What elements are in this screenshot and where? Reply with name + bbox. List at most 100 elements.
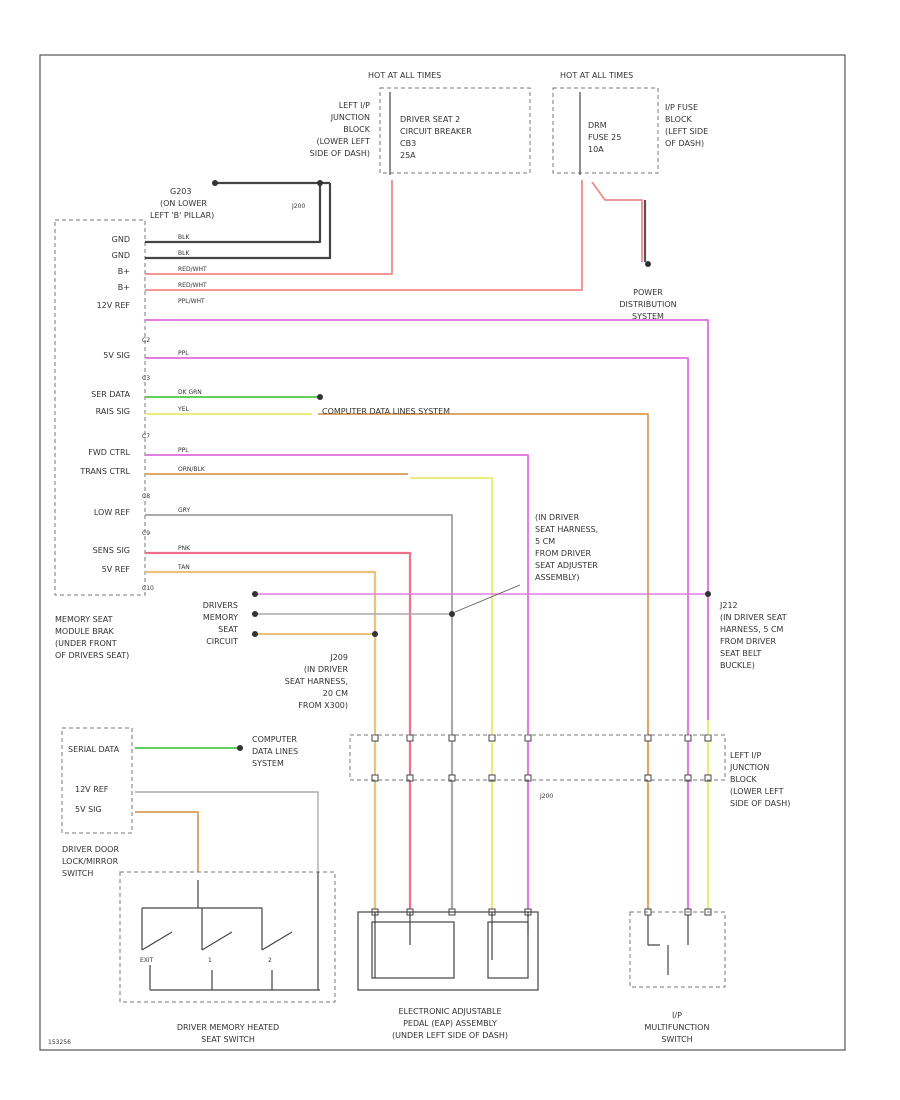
svg-text:MEMORY: MEMORY bbox=[203, 613, 238, 622]
svg-text:(IN DRIVER SEAT: (IN DRIVER SEAT bbox=[720, 613, 787, 622]
svg-text:OF DRIVERS SEAT): OF DRIVERS SEAT) bbox=[55, 651, 129, 660]
door-switch-label: DRIVER DOOR LOCK/MIRROR SWITCH bbox=[62, 845, 119, 878]
j209-label: J209 (IN DRIVER SEAT HARNESS, 20 CM FROM… bbox=[285, 653, 349, 710]
wire-color-label: PPL/WHT bbox=[178, 298, 205, 305]
svg-text:LEFT I/P: LEFT I/P bbox=[339, 101, 370, 110]
j209-dot bbox=[372, 631, 378, 637]
wire-color-label: PPL bbox=[178, 350, 189, 357]
five-v-ref-wire bbox=[145, 570, 377, 720]
power-dist-wire bbox=[591, 181, 643, 262]
svg-text:HARNESS, 5 CM: HARNESS, 5 CM bbox=[720, 625, 784, 634]
door-pin-serial: SERIAL DATA bbox=[68, 745, 120, 754]
svg-text:OF DASH): OF DASH) bbox=[665, 139, 704, 148]
svg-text:COMPUTER: COMPUTER bbox=[252, 735, 297, 744]
svg-text:DRM: DRM bbox=[588, 121, 607, 130]
memory-switch-label: DRIVER MEMORY HEATED SEAT SWITCH bbox=[177, 1023, 279, 1044]
wire-color-label: ORN/BLK bbox=[178, 466, 206, 473]
module-pin-label: 12V REF bbox=[97, 301, 131, 310]
wires bbox=[135, 180, 712, 978]
connector-pin bbox=[524, 734, 532, 742]
module-label: MEMORY SEAT MODULE BRAK (UNDER FRONT OF … bbox=[55, 615, 129, 660]
door-serial-dot bbox=[237, 745, 243, 751]
connector-pin bbox=[448, 734, 456, 742]
wire-color-label: RED/WHT bbox=[178, 282, 207, 289]
module-pin-label: SENS SIG bbox=[93, 546, 130, 555]
fwd-ctrl-wire bbox=[145, 454, 529, 720]
svg-text:SIDE OF DASH): SIDE OF DASH) bbox=[730, 799, 790, 808]
left-ip-junction-label: LEFT I/P JUNCTION BLOCK (LOWER LEFT SIDE… bbox=[310, 101, 371, 158]
diagram-frame bbox=[39, 54, 846, 1051]
module-pin-label: GND bbox=[112, 251, 130, 260]
svg-text:(IN DRIVER: (IN DRIVER bbox=[304, 665, 349, 674]
svg-text:DRIVER SEAT 2: DRIVER SEAT 2 bbox=[400, 115, 460, 124]
j200b-label: J200 bbox=[539, 793, 553, 800]
svg-text:(UNDER FRONT: (UNDER FRONT bbox=[55, 639, 117, 648]
svg-text:(LEFT SIDE: (LEFT SIDE bbox=[665, 127, 708, 136]
j212-dot bbox=[705, 591, 711, 597]
memory-switch-pos-1: 1 bbox=[208, 957, 212, 964]
svg-text:DATA LINES: DATA LINES bbox=[252, 747, 298, 756]
connector-tag: C7 bbox=[142, 433, 150, 440]
svg-text:BLOCK: BLOCK bbox=[665, 115, 693, 124]
memory-dot-1 bbox=[252, 591, 258, 597]
gnd-wire-1 bbox=[145, 183, 322, 244]
multifunction-label: I/P MULTIFUNCTION SWITCH bbox=[645, 1011, 710, 1044]
svg-text:(LOWER LEFT: (LOWER LEFT bbox=[316, 137, 370, 146]
multifunction-switch-box bbox=[629, 911, 726, 988]
svg-text:JUNCTION: JUNCTION bbox=[729, 763, 769, 772]
svg-text:POWER: POWER bbox=[633, 288, 663, 297]
svg-text:J209: J209 bbox=[329, 653, 348, 662]
ip-fuse-box bbox=[552, 87, 659, 174]
j200-label: J200 bbox=[291, 203, 305, 210]
wire-color-label: BLK bbox=[178, 250, 190, 257]
harness-note: (IN DRIVER SEAT HARNESS, 5 CM FROM DRIVE… bbox=[535, 513, 598, 582]
svg-text:SEAT BELT: SEAT BELT bbox=[720, 649, 761, 658]
drivers-memory-label: DRIVERS MEMORY SEAT CIRCUIT bbox=[203, 601, 238, 646]
svg-text:J212: J212 bbox=[719, 601, 738, 610]
wire-color-label: YEL bbox=[177, 406, 189, 413]
connector-pin bbox=[704, 774, 712, 782]
module-pin-label: RAIS SIG bbox=[96, 407, 130, 416]
door-5v-wire bbox=[135, 811, 199, 872]
hot-at-left: HOT AT ALL TIMES bbox=[368, 71, 441, 80]
door-switch-box bbox=[61, 727, 133, 834]
module-pin-label: GND bbox=[112, 235, 130, 244]
j212-label: J212 (IN DRIVER SEAT HARNESS, 5 CM FROM … bbox=[719, 601, 787, 670]
svg-text:DISTRIBUTION: DISTRIBUTION bbox=[619, 300, 676, 309]
memory-switch-pos-2: 2 bbox=[268, 957, 272, 964]
pedal-assembly-box bbox=[357, 911, 539, 991]
svg-text:5 CM: 5 CM bbox=[535, 537, 555, 546]
svg-text:PEDAL (EAP) ASSEMBLY: PEDAL (EAP) ASSEMBLY bbox=[403, 1019, 497, 1028]
mfs-lead-1 bbox=[647, 915, 660, 946]
svg-text:SEAT ADJUSTER: SEAT ADJUSTER bbox=[535, 561, 598, 570]
bplus-wire-2 bbox=[145, 180, 583, 291]
svg-text:ELECTRONIC ADJUSTABLE: ELECTRONIC ADJUSTABLE bbox=[398, 1007, 501, 1016]
wire-color-label: TAN bbox=[177, 564, 190, 571]
svg-text:SYSTEM: SYSTEM bbox=[252, 759, 284, 768]
wire-color-label: BLK bbox=[178, 234, 190, 241]
trans-yel-wire bbox=[410, 477, 493, 720]
module-pin-label: 5V REF bbox=[102, 565, 131, 574]
svg-text:20 CM: 20 CM bbox=[323, 689, 348, 698]
module-pin-label: 5V SIG bbox=[103, 351, 130, 360]
pedal-sensor-box bbox=[487, 921, 529, 979]
lower-junction-block-box bbox=[349, 734, 726, 781]
splice-gry-dot bbox=[449, 611, 455, 617]
connector-tag: C10 bbox=[142, 585, 154, 592]
connector-pin bbox=[488, 774, 496, 782]
module-pin-label: B+ bbox=[118, 283, 130, 292]
door-12v-wire bbox=[135, 791, 319, 872]
svg-text:LEFT 'B' PILLAR): LEFT 'B' PILLAR) bbox=[150, 211, 214, 220]
wire-color-label: RED/WHT bbox=[178, 266, 207, 273]
hot-at-right: HOT AT ALL TIMES bbox=[560, 71, 633, 80]
svg-text:SWITCH: SWITCH bbox=[62, 869, 93, 878]
switch-arm-1 bbox=[141, 931, 173, 951]
power-dist-dot bbox=[645, 261, 651, 267]
ppl-wire bbox=[145, 357, 689, 720]
connector-pin bbox=[684, 734, 692, 742]
connector-pin bbox=[644, 774, 652, 782]
module-pin-label: SER DATA bbox=[91, 390, 130, 399]
